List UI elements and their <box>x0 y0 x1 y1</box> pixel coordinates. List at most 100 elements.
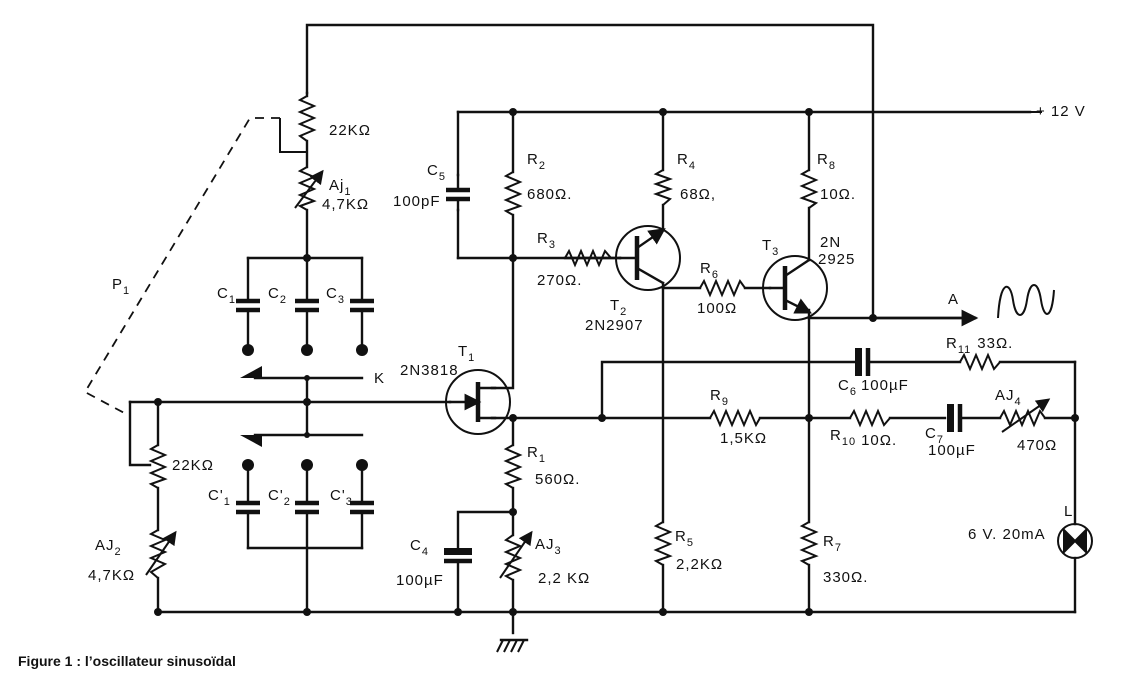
resistors <box>140 95 1051 581</box>
resistor-aj1 <box>297 166 317 211</box>
figure-caption: Figure 1 : l’oscillateur sinusoïdal <box>18 653 236 669</box>
label-t1: T1 <box>458 343 475 364</box>
resistor-r6 <box>699 278 746 298</box>
label-r9: R9 <box>710 387 729 408</box>
label-r3: R3 <box>537 230 556 251</box>
resistor-r10 <box>849 408 891 428</box>
label-aj3: AJ3 <box>535 536 562 557</box>
junction-dots <box>154 108 1079 616</box>
supply-label: + 12 V <box>1036 103 1086 120</box>
aj1-arrow <box>294 169 324 209</box>
label-r4: R4 <box>677 151 696 172</box>
capacitor-c5 <box>446 173 470 212</box>
capacitor-c2 <box>295 298 319 313</box>
label-c4: C4 <box>410 537 429 558</box>
label-aj1: Aj1 <box>329 177 351 198</box>
capacitors <box>236 173 963 564</box>
label-c1: C1 <box>217 285 236 306</box>
resistor-r2 <box>503 171 523 216</box>
capacitor-c2-prime <box>295 500 319 515</box>
value-aj3: 2,2 KΩ <box>538 570 590 587</box>
label-c2-prime: C'2 <box>268 487 291 508</box>
value-c5: 100pF <box>393 193 441 210</box>
label-r6: R6 <box>700 260 719 281</box>
label-r8: R8 <box>817 151 836 172</box>
value-c4: 100µF <box>396 572 444 589</box>
resistor-22k-bottom <box>148 444 168 489</box>
label-r5: R5 <box>675 528 694 549</box>
aj3-arrow <box>499 530 533 579</box>
value-r8: 10Ω. <box>820 186 856 203</box>
label-t2: T2 <box>610 297 627 318</box>
resistor-22k-top <box>297 95 317 142</box>
label-22k-top: 22KΩ <box>329 122 371 139</box>
value-r5: 2,2KΩ <box>676 556 723 573</box>
value-r2: 680Ω. <box>527 186 572 203</box>
value-c7: 100µF <box>928 442 976 459</box>
resistor-aj4 <box>999 408 1046 428</box>
pot-label: P1 <box>112 276 130 297</box>
part-t2: 2N2907 <box>585 317 644 334</box>
resistor-r7 <box>799 521 819 566</box>
transistor-t3 <box>762 255 828 321</box>
part-t3-a: 2N <box>820 234 841 251</box>
resistor-aj2 <box>148 529 168 579</box>
resistor-r3 <box>564 248 620 268</box>
output-a <box>871 284 1055 327</box>
value-r1: 560Ω. <box>535 471 580 488</box>
capacitor-c1 <box>236 298 260 313</box>
value-aj2: 4,7KΩ <box>88 567 135 584</box>
resistor-aj3 <box>503 534 523 581</box>
label-aj2: AJ2 <box>95 537 122 558</box>
resistor-r9 <box>709 408 761 428</box>
capacitor-c6 <box>855 348 871 376</box>
ground-symbol <box>496 638 529 653</box>
value-r9: 1,5KΩ <box>720 430 767 447</box>
value-r7: 330Ω. <box>823 569 868 586</box>
resistor-r1 <box>503 444 523 489</box>
capacitor-c3 <box>350 298 374 313</box>
label-c3: C3 <box>326 285 345 306</box>
sine-wave-icon <box>997 284 1055 319</box>
transistor-t2 <box>615 225 681 291</box>
output-label: A <box>948 291 959 308</box>
label-c3-prime: C'3 <box>330 487 353 508</box>
transistor-t1 <box>445 369 511 435</box>
part-t1: 2N3818 <box>400 362 459 379</box>
resistor-r5 <box>653 521 673 566</box>
value-r3: 270Ω. <box>537 272 582 289</box>
labels: + 12 V A K P1 22KΩ Aj1 4,7KΩ C5 100pF R2… <box>88 103 1086 589</box>
aj4-arrow <box>1001 398 1051 433</box>
label-c2: C2 <box>268 285 287 306</box>
label-r1: R1 <box>527 444 546 465</box>
label-t3: T3 <box>762 237 779 258</box>
value-lamp: 6 V. 20mA <box>968 526 1046 543</box>
part-t3-b: 2925 <box>818 251 855 268</box>
capacitor-c1-prime <box>236 500 260 515</box>
resistor-r8 <box>799 169 819 209</box>
label-r2: R2 <box>527 151 546 172</box>
value-r6: 100Ω <box>697 300 737 317</box>
label-c1-prime: C'1 <box>208 487 231 508</box>
label-aj4: AJ4 <box>995 387 1022 408</box>
capacitor-c4 <box>444 548 472 564</box>
value-aj4: 470Ω <box>1017 437 1057 454</box>
label-22k-bottom: 22KΩ <box>172 457 214 474</box>
label-lamp: L <box>1064 503 1073 520</box>
switch-k <box>240 366 262 447</box>
value-r4: 68Ω, <box>680 186 716 203</box>
capacitor-c3-prime <box>350 500 374 515</box>
value-aj1: 4,7KΩ <box>322 196 369 213</box>
capacitor-c7 <box>947 404 963 432</box>
lamp-l <box>1057 523 1093 559</box>
resistor-r4 <box>653 169 673 206</box>
label-c7: C7 <box>925 425 944 446</box>
resistor-r11 <box>959 352 1001 372</box>
wires <box>83 23 1077 635</box>
label-c5: C5 <box>427 162 446 183</box>
switch-label: K <box>374 370 385 387</box>
